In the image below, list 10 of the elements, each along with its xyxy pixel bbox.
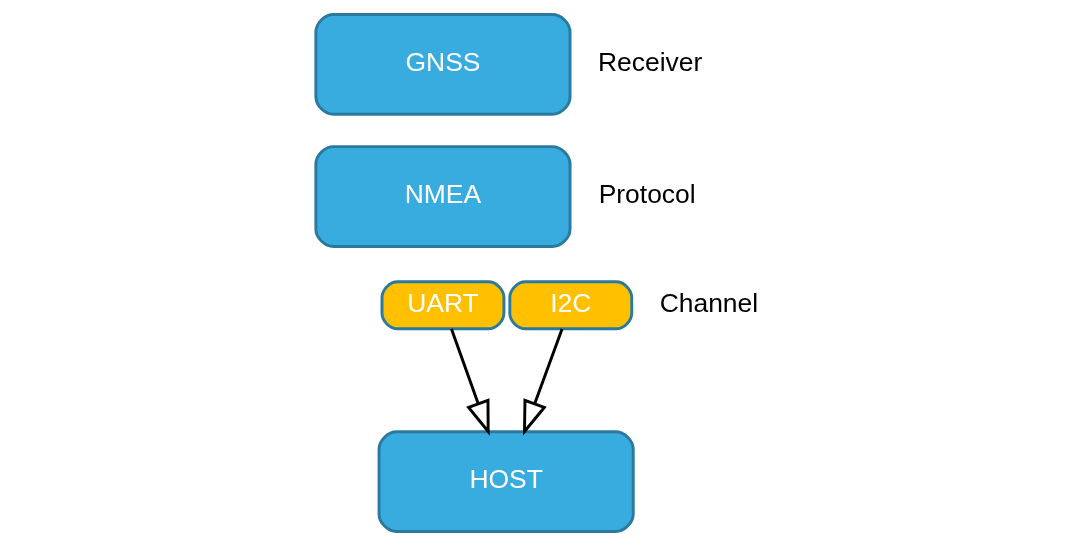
node-box: I2C (507, 280, 633, 331)
arrow (449, 328, 490, 436)
label: Receiver (597, 46, 702, 77)
label: Protocol (598, 179, 696, 210)
node-box: UART (380, 280, 505, 331)
label: Channel (659, 287, 758, 318)
node-box: NMEA (313, 145, 571, 248)
arrow (522, 328, 563, 436)
node-box: GNSS (313, 12, 571, 116)
node-box: HOST (377, 430, 635, 534)
